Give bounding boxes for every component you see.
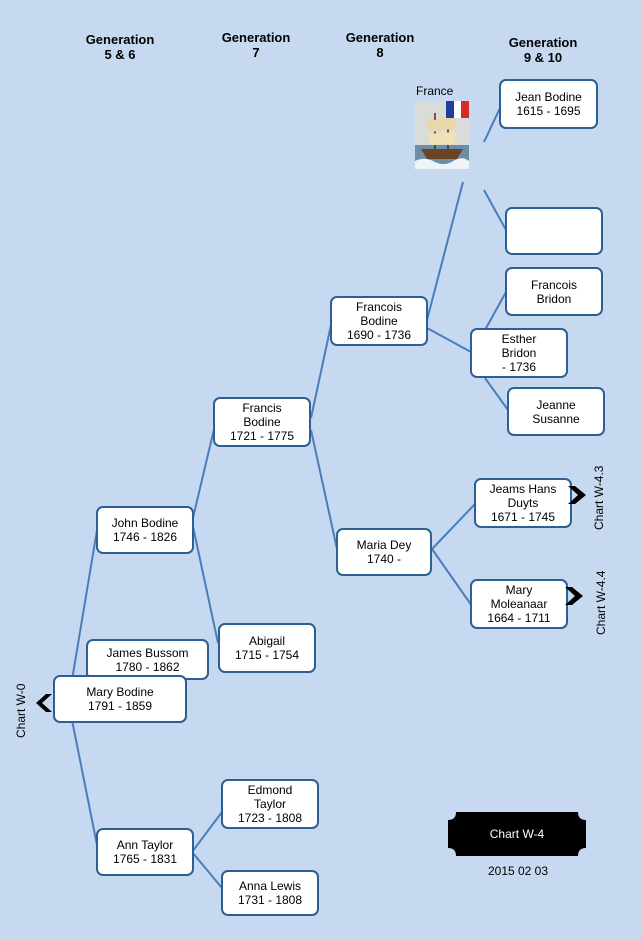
chart-ref-w44: Chart W-4.4 — [594, 570, 608, 635]
chart-badge-label: Chart W-4 — [489, 827, 545, 841]
person-abigail[interactable]: Abigail 1715 - 1754 — [218, 623, 316, 673]
person-mary-bodine[interactable]: Mary Bodine 1791 - 1859 — [53, 675, 187, 723]
person-jean-bodine-1615[interactable]: Jean Bodine 1615 - 1695 — [499, 79, 598, 129]
person-jeams-hans-duyts[interactable]: Jeams Hans Duyts 1671 - 1745 — [474, 478, 572, 528]
chart-ref-w43: Chart W-4.3 — [592, 465, 606, 530]
french-flag-icon — [446, 101, 469, 118]
person-mary-moleanaar[interactable]: Mary Moleanaar 1664 - 1711 — [470, 579, 568, 629]
person-esther-bridon[interactable]: Esther Bridon - 1736 — [470, 328, 568, 378]
right-chevron-icon[interactable] — [566, 485, 588, 505]
chart-date: 2015 02 03 — [487, 864, 549, 878]
left-chevron-icon[interactable] — [34, 693, 54, 713]
france-label: France — [416, 84, 454, 98]
ship-icon — [415, 101, 469, 169]
person-unknown[interactable] — [505, 207, 603, 255]
person-jeanne-susanne[interactable]: Jeanne Susanne — [507, 387, 605, 436]
person-edmond-taylor[interactable]: Edmond Taylor 1723 - 1808 — [221, 779, 319, 829]
header-generation-9-10: Generation 9 & 10 — [508, 35, 578, 65]
person-francois-bodine[interactable]: Francois Bodine 1690 - 1736 — [330, 296, 428, 346]
header-generation-7: Generation 7 — [221, 30, 291, 60]
person-francois-bridon[interactable]: Francois Bridon — [505, 267, 603, 316]
person-james-bussom[interactable]: James Bussom 1780 - 1862 — [86, 639, 209, 680]
chart-ref-w0: Chart W-0 — [14, 683, 28, 738]
person-anna-lewis[interactable]: Anna Lewis 1731 - 1808 — [221, 870, 319, 916]
header-generation-5-6: Generation 5 & 6 — [85, 32, 155, 62]
person-john-bodine[interactable]: John Bodine 1746 - 1826 — [96, 506, 194, 554]
header-generation-8: Generation 8 — [345, 30, 415, 60]
person-ann-taylor[interactable]: Ann Taylor 1765 - 1831 — [96, 828, 194, 876]
person-maria-dey[interactable]: Maria Dey 1740 - — [336, 528, 432, 576]
chart-badge — [448, 812, 586, 856]
person-francis-bodine[interactable]: Francis Bodine 1721 - 1775 — [213, 397, 311, 447]
right-chevron-icon[interactable] — [563, 586, 585, 606]
